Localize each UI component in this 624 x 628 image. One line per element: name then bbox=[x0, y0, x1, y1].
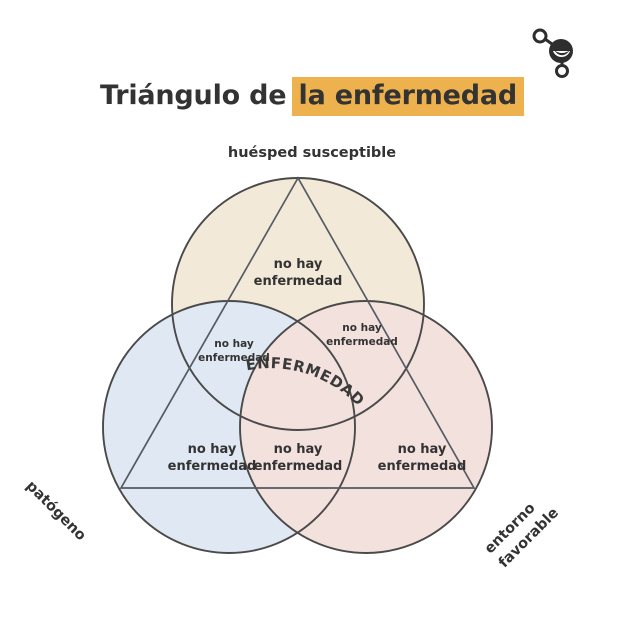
region-host-only: no hay enfermedad bbox=[238, 256, 358, 290]
region-host-environment-line1: no hay bbox=[342, 322, 382, 334]
page-title: Triángulo de la enfermedad bbox=[0, 77, 624, 116]
region-host-environment-line2: enfermedad bbox=[326, 335, 398, 348]
region-host-pathogen-line2: enfermedad bbox=[198, 351, 270, 364]
title-plain: Triángulo de bbox=[99, 80, 287, 111]
region-pathogen-environment-line1: no hay bbox=[273, 442, 323, 457]
pathogen-circle-outline bbox=[102, 300, 356, 554]
environment-circle-outline bbox=[239, 300, 493, 554]
region-host-pathogen: no hay enfermedad bbox=[185, 338, 283, 366]
region-host-only-line2: enfermedad bbox=[253, 274, 343, 290]
region-environment-only-line2: enfermedad bbox=[377, 459, 467, 475]
vertex-label-host: huésped susceptible bbox=[227, 145, 397, 161]
region-environment-only: no hay enfermedad bbox=[362, 441, 482, 475]
region-host-pathogen-line1: no hay bbox=[214, 338, 254, 350]
disease-triangle bbox=[119, 176, 476, 489]
molecule-logo-icon bbox=[528, 24, 584, 80]
environment-circle-fill bbox=[240, 301, 492, 553]
region-host-environment: no hay enfermedad bbox=[313, 322, 411, 350]
region-pathogen-environment-line2: enfermedad bbox=[253, 459, 343, 475]
region-pathogen-only: no hay enfermedad bbox=[152, 441, 272, 475]
region-pathogen-only-line1: no hay bbox=[187, 442, 237, 457]
title-highlight: la enfermedad bbox=[291, 77, 525, 116]
region-host-only-line1: no hay bbox=[273, 257, 323, 272]
region-environment-only-line1: no hay bbox=[397, 442, 447, 457]
region-pathogen-only-line2: enfermedad bbox=[167, 459, 257, 475]
region-pathogen-environment: no hay enfermedad bbox=[238, 441, 358, 475]
